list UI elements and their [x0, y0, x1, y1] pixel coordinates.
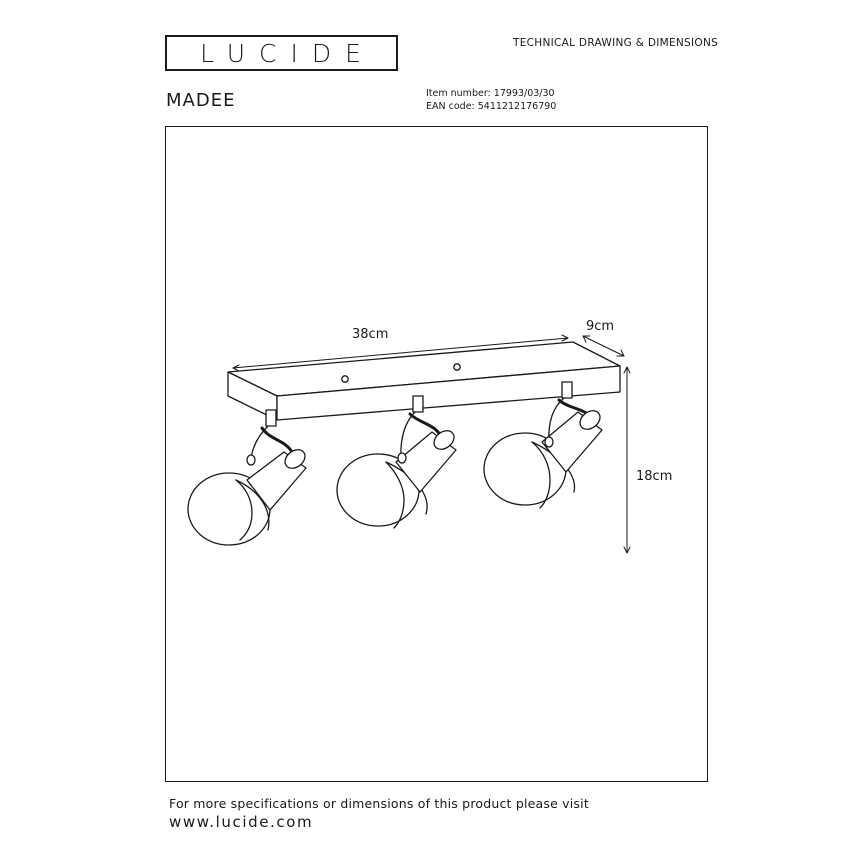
dimension-height-label: 18cm — [636, 469, 672, 484]
website-link[interactable]: www.lucide.com — [169, 813, 314, 831]
ean-code: EAN code: 5411212176790 — [426, 101, 557, 112]
spotlight-2 — [336, 395, 457, 529]
footer-note: For more specifications or dimensions of… — [169, 796, 589, 811]
document-title: TECHNICAL DRAWING & DIMENSIONS — [513, 37, 719, 49]
base-plate — [227, 341, 621, 421]
drawing-frame — [165, 126, 708, 782]
spotlight-1 — [187, 409, 307, 546]
dimension-depth-line — [582, 335, 625, 357]
dimension-height-line — [623, 366, 631, 554]
product-meta: Item number: 17993/03/30 EAN code: 54112… — [426, 87, 556, 113]
dimension-length-line — [232, 334, 569, 372]
dimension-length-label: 38cm — [352, 327, 388, 342]
spotlight-3 — [483, 381, 603, 509]
dimension-depth-label: 9cm — [586, 319, 614, 334]
product-name: MADEE — [166, 90, 236, 111]
item-number: Item number: 17993/03/30 — [426, 88, 555, 99]
brand-logo-text: LUCIDE — [200, 38, 375, 68]
brand-logo: LUCIDE — [165, 35, 398, 71]
